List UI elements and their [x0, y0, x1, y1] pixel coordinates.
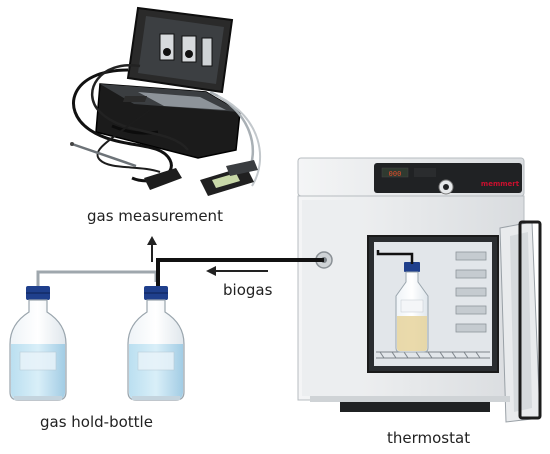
label-thermostat: thermostat [387, 429, 471, 447]
incubator-base [340, 400, 490, 412]
incubator-open-door [499, 220, 542, 423]
label-gas-hold-bottle: gas hold-bottle [40, 413, 153, 431]
handheld-unit [144, 168, 182, 190]
thermostat-incubator: 000 memmert [297, 157, 542, 423]
gas-hold-bottle-left [9, 286, 67, 401]
chamber-shelf-rails [455, 251, 487, 333]
incubator-control-panel [374, 163, 522, 193]
incubator-brand-logo: memmert [481, 180, 520, 188]
sampling-probe [71, 142, 137, 168]
gas-measurement-arrow [147, 236, 157, 262]
chamber-wire-shelf [376, 351, 490, 359]
gas-measurement-device [70, 6, 262, 196]
gas-hold-bottle-right [127, 286, 185, 401]
bottle-connecting-tube [36, 270, 158, 290]
label-gas-measurement: gas measurement [87, 207, 223, 225]
bottle-in-thermostat [395, 262, 429, 353]
incubator-display [381, 167, 409, 178]
internal-tube [376, 250, 414, 264]
biogas-flow-arrow [206, 266, 268, 276]
biogas-tube [156, 258, 324, 286]
incubator-display-readout: 000 [389, 170, 402, 178]
label-biogas: biogas [223, 281, 273, 299]
